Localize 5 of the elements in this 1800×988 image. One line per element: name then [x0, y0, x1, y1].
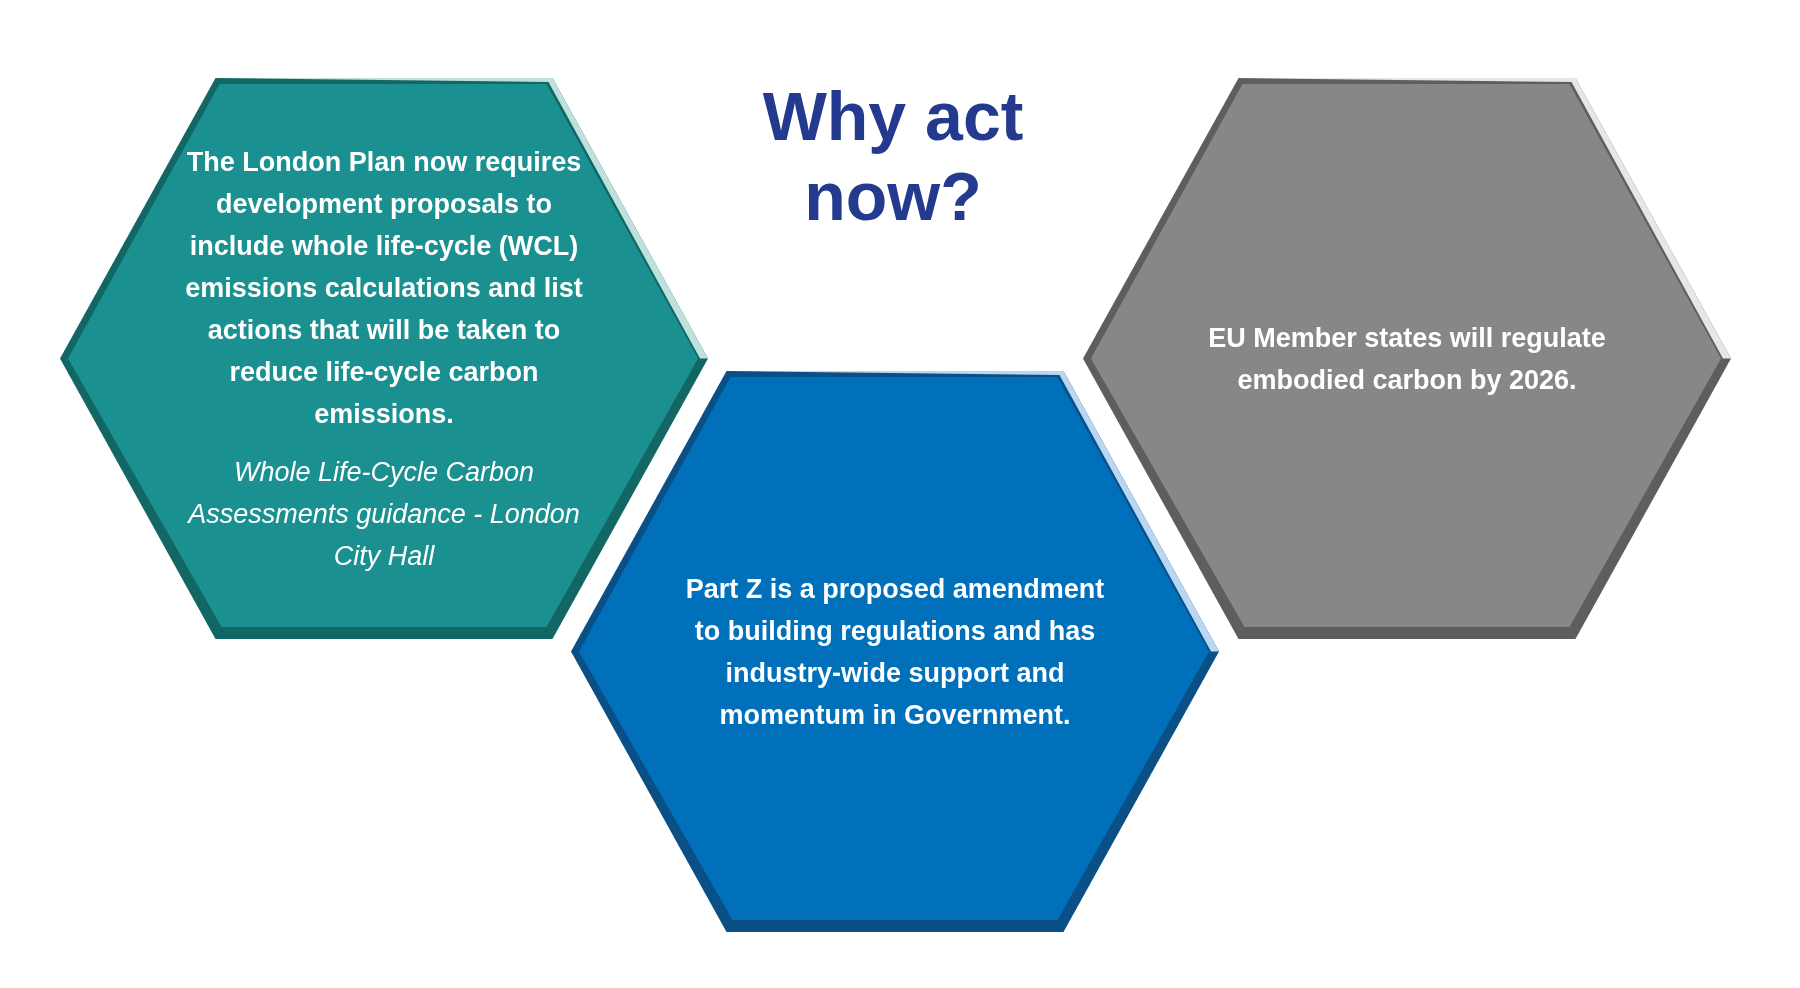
source-citation: Whole Life-Cycle Carbon Assessments guidance - London City Hall: [186, 455, 581, 573]
hexagon-text: EU Member states will regulate embodied carbon by 2026.: [1207, 321, 1607, 397]
hexagon-text: Part Z is a proposed amendment to building regulations and has industry-wide support and momentum in Government.: [685, 572, 1105, 732]
title: Why act now?: [761, 77, 1025, 236]
hexagon-text: The London Plan now requires development proposals to include whole life-cycle (WCL) emissions calculations and list actions that will be taken to reduce life-cycle carbon emissions.: [184, 145, 584, 431]
